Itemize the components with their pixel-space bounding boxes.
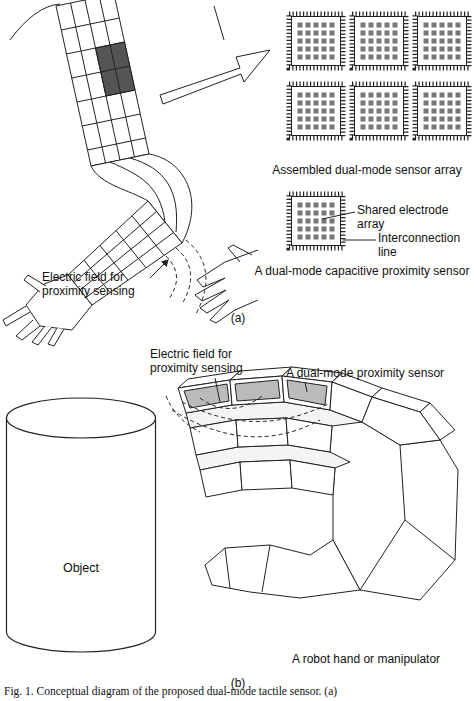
pointer-arrow [160,50,270,104]
cylinder-body [7,418,156,652]
proximity-sensor [287,380,327,405]
sensor-chip [289,84,343,138]
proximity-sensor [235,380,280,401]
finger-segment [190,420,238,455]
sensor-chip [415,14,469,68]
finger-segment [230,376,284,405]
leader-line [215,378,307,402]
object-cylinder: Object [5,396,157,654]
finger-segment [290,460,335,495]
sensor-chip [415,84,469,138]
frame-line [214,6,224,40]
finger-segment [240,460,292,490]
subfigure-label: (a) [226,311,250,325]
cylinder-top [7,398,156,438]
human-hand [195,245,258,323]
callout-label: Shared electrode array [357,203,457,231]
array-label: Assembled dual-mode sensor array [262,163,472,177]
proximity-sensor [184,384,229,408]
finger-segment [178,380,232,413]
sensor-chip [352,14,406,68]
sensor-grid [61,0,145,163]
robot-thumb [205,540,360,598]
thumb-edge [225,545,270,592]
sensor-chip [352,84,406,138]
finger-segment [282,376,332,410]
shoulder-line [10,4,60,40]
field-label: Electric field for proximity sensing [42,270,167,298]
callout-label: Interconnection line [378,231,470,259]
sensor-chip [289,14,343,68]
palm-edge [360,445,455,590]
upper-arm [56,0,149,166]
leader-arrow [150,260,168,278]
finger-segment [362,397,440,445]
figure-caption: Fig. 1. Conceptual diagram of the propos… [4,685,337,697]
cylinder-outline [5,396,157,654]
electric-field-line [166,396,328,437]
sensor-chip [289,194,343,248]
finger-segment [286,418,332,452]
electric-field-line [166,240,206,314]
field-label: Electric field for proximity sensing [150,347,270,375]
finger-segment [200,462,242,497]
finger-segment [236,418,288,447]
sensor-label: A dual-mode proximity sensor [286,366,444,380]
node-text: Object [5,561,157,575]
hand-label: A robot hand or manipulator [292,652,440,666]
sensor-label: A dual-mode capacitive proximity sensor [250,264,474,278]
